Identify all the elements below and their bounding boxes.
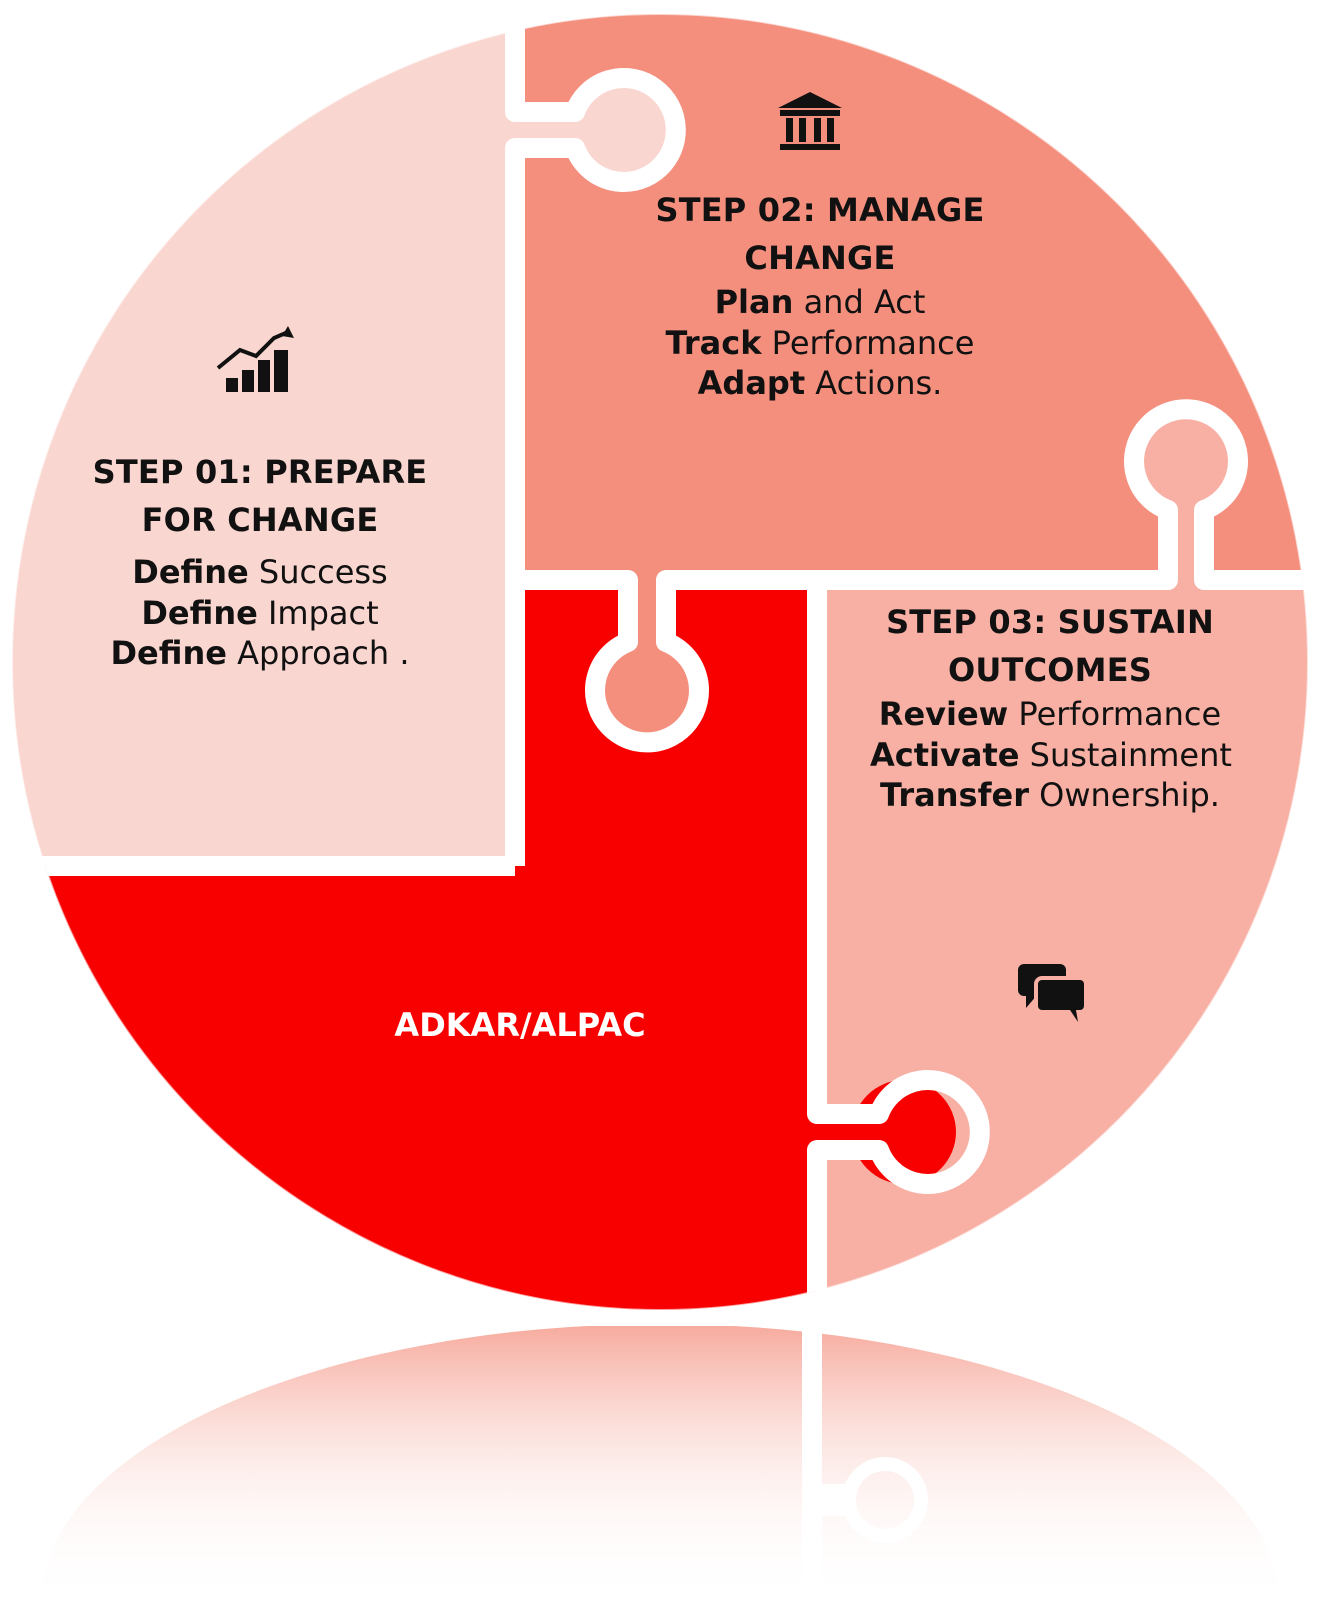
step1-title-line2: FOR CHANGE <box>141 501 379 539</box>
step3-title-line1: STEP 03: SUSTAIN <box>886 603 1214 641</box>
step3-line: Transfer Ownership. <box>880 776 1220 815</box>
center-label: ADKAR/ALPAC <box>394 1006 646 1044</box>
step3-text: STEP 03: SUSTAIN OUTCOMES Review Perform… <box>870 598 1232 816</box>
step1-line: Define Impact <box>141 593 379 632</box>
piece-step1 <box>12 14 515 866</box>
step1-text: STEP 01: PREPARE FOR CHANGE Define Succe… <box>90 448 430 674</box>
step2-text: STEP 02: MANAGE CHANGE Plan and Act Trac… <box>620 186 1020 404</box>
reflection <box>40 1326 1280 1604</box>
step3-line: Activate Sustainment <box>870 735 1232 774</box>
chat-bubbles-icon <box>1018 964 1088 1022</box>
step2-line: Plan and Act <box>714 283 926 321</box>
step3-line: Review Performance <box>878 695 1222 733</box>
divider-1-2 <box>505 14 686 866</box>
step2-title-line2: CHANGE <box>744 239 896 277</box>
step3-title-line2: OUTCOMES <box>947 651 1153 689</box>
bank-building-icon <box>778 92 842 150</box>
step2-line: Adapt Actions. <box>697 364 943 403</box>
step1-title-line1: STEP 01: PREPARE <box>92 453 428 491</box>
divider-center-3 <box>807 580 990 1310</box>
growth-chart-icon <box>216 326 294 392</box>
step2-title-line1: STEP 02: MANAGE <box>655 191 985 229</box>
step1-line: Define Success <box>132 553 388 591</box>
piece-center <box>12 580 817 1310</box>
step1-line: Define Approach . <box>110 634 410 673</box>
divider-2-center <box>515 399 1308 753</box>
step2-line: Track Performance <box>665 323 975 362</box>
